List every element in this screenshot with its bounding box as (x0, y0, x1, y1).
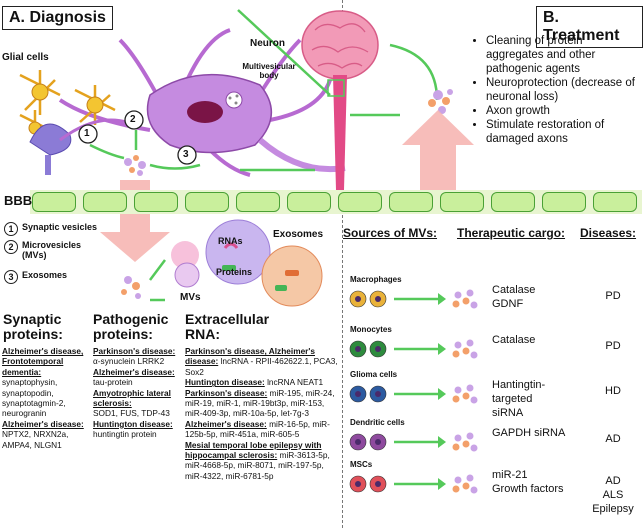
disease-label: PD (605, 340, 621, 352)
bbb-endothelial-cell (593, 192, 637, 212)
therapeutic-cargo: GAPDH siRNA (492, 427, 566, 439)
vesicle-cluster-top (124, 155, 146, 176)
treatment-bullet: Axon growth (486, 104, 642, 118)
neuron-label: Neuron (250, 38, 285, 49)
synaptic-heading: Synaptic proteins: (3, 311, 63, 342)
bbb-endothelial-cell (542, 192, 586, 212)
step-2: 2 (130, 114, 136, 125)
proteins-label: Proteins (216, 267, 253, 277)
disease-label: PD (605, 290, 621, 302)
source-label: Monocytes (350, 325, 392, 334)
vesicle-cluster-treatment (428, 89, 453, 114)
bbb-endothelial-cell (83, 192, 127, 212)
disease-label: HD (605, 385, 621, 397)
bbb-endothelial-cell (134, 192, 178, 212)
treatment-bullets: Cleaning of protein aggregates and other… (474, 34, 642, 146)
pink-up-arrow (402, 110, 474, 190)
step-3: 3 (183, 149, 189, 160)
pathogenic-heading: Pathogenic proteins: (93, 311, 169, 342)
bbb-endothelial-cell (287, 192, 331, 212)
source-label: MSCs (350, 460, 373, 469)
source-cell-icon (349, 384, 478, 404)
bbb-endothelial-cell (338, 192, 382, 212)
bbb-endothelial-cell (491, 192, 535, 212)
multivesicular-body-label: Multivesicular body (242, 62, 296, 80)
pathogenic-list: Parkinson's disease: α-synuclein LRRK2 A… (93, 346, 176, 440)
bbb-endothelial-cell (236, 192, 280, 212)
source-label: Macrophages (350, 275, 402, 284)
blood-brain-barrier (30, 190, 642, 214)
neuron-illustration (58, 28, 346, 177)
treatment-bullet: Cleaning of protein aggregates and other… (486, 34, 642, 76)
source-cell-icon (349, 432, 478, 452)
therapeutic-cargo: Catalase (492, 334, 536, 346)
treatment-bullet: Stimulate restoration of damaged axons (486, 118, 642, 146)
diagnosis-title: A. Diagnosis (2, 6, 113, 30)
source-cell-icon (349, 474, 478, 494)
bbb-endothelial-cell (32, 192, 76, 212)
pink-down-arrow (100, 180, 170, 262)
glial-cells-label: Glial cells (2, 52, 49, 63)
source-cell-icon (349, 339, 478, 359)
brain-illustration (301, 10, 379, 190)
treatment-title: B. Treatment (536, 6, 643, 48)
source-label: Glioma cells (350, 370, 398, 379)
bbb-endothelial-cell (440, 192, 484, 212)
synaptic-list: Alzheimer's disease, Frontotemporal deme… (2, 346, 84, 450)
bbb-endothelial-cell (185, 192, 229, 212)
sources-header: Sources of MVs: (343, 226, 438, 240)
rnas-label: RNAs (218, 236, 243, 246)
exosomes-label: Exosomes (273, 229, 324, 240)
vesicle-cluster-mvs (121, 259, 166, 302)
step-1: 1 (84, 128, 90, 139)
extracellular-heading: Extracellular RNA: (185, 311, 270, 342)
source-label: Dendritic cells (350, 418, 405, 427)
mvs-label: MVs (180, 292, 201, 303)
bbb-endothelial-cell (389, 192, 433, 212)
diseases-header: Diseases: (580, 226, 637, 240)
disease-label: AD (605, 433, 621, 445)
source-cell-icon (349, 289, 478, 309)
treatment-bullet: Neuroprotection (decrease of neuronal lo… (486, 76, 642, 104)
cargo-header: Therapeutic cargo: (457, 226, 566, 240)
extracellular-list: Parkinson's disease, Alzheimer's disease… (185, 346, 338, 481)
panel-divider (342, 0, 343, 528)
mv-exosome-illustration (171, 219, 323, 307)
bbb-label: BBB (4, 193, 33, 208)
